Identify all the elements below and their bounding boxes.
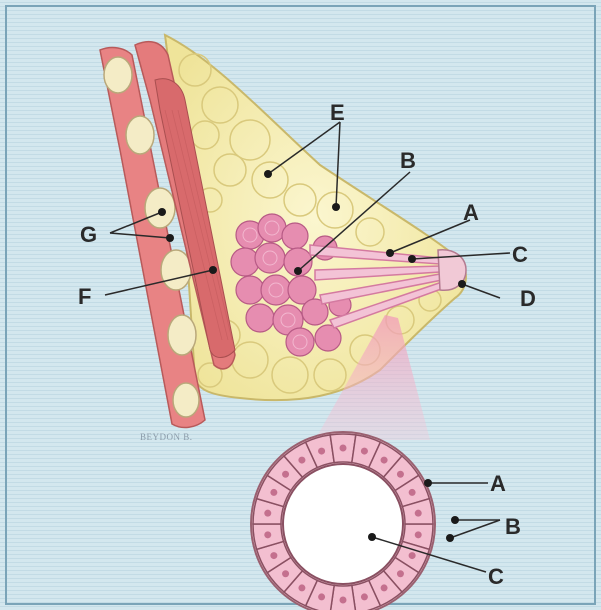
rib-cross-section — [145, 188, 175, 228]
cell-nucleus — [361, 593, 368, 600]
inset-label-B: B — [505, 514, 521, 539]
label-C: C — [512, 242, 528, 267]
cell-nucleus — [318, 593, 325, 600]
cell-nucleus — [318, 448, 325, 455]
cell-nucleus — [264, 531, 271, 538]
label-B: B — [400, 148, 416, 173]
cell-nucleus — [381, 457, 388, 464]
cell-nucleus — [409, 489, 416, 496]
cell-nucleus — [264, 510, 271, 517]
cell-nucleus — [298, 584, 305, 591]
cell-nucleus — [340, 445, 347, 452]
label-E: E — [330, 100, 345, 125]
rib-cross-section — [168, 315, 196, 355]
inset-label-C: C — [488, 564, 504, 589]
cell-nucleus — [282, 471, 289, 478]
cell-nucleus — [270, 489, 277, 496]
cell-nucleus — [340, 597, 347, 604]
artist-signature: BEYDON B. — [140, 432, 193, 442]
label-A: A — [463, 200, 479, 225]
rib-cross-section — [126, 116, 154, 154]
label-F: F — [78, 284, 91, 309]
cell-nucleus — [397, 570, 404, 577]
rib-cross-section — [104, 57, 132, 93]
cell-nucleus — [415, 510, 422, 517]
cell-nucleus — [298, 457, 305, 464]
duct-lumen — [283, 464, 403, 584]
duct-cross-section-inset — [251, 432, 435, 610]
rib-cross-section — [173, 383, 199, 417]
rib-cross-section — [161, 250, 191, 290]
label-D: D — [520, 286, 536, 311]
inset-label-A: A — [490, 471, 506, 496]
cell-nucleus — [415, 531, 422, 538]
cell-nucleus — [381, 584, 388, 591]
cell-nucleus — [397, 471, 404, 478]
cell-nucleus — [361, 448, 368, 455]
label-G: G — [80, 222, 97, 247]
cell-nucleus — [282, 570, 289, 577]
cell-nucleus — [409, 552, 416, 559]
cell-nucleus — [270, 552, 277, 559]
